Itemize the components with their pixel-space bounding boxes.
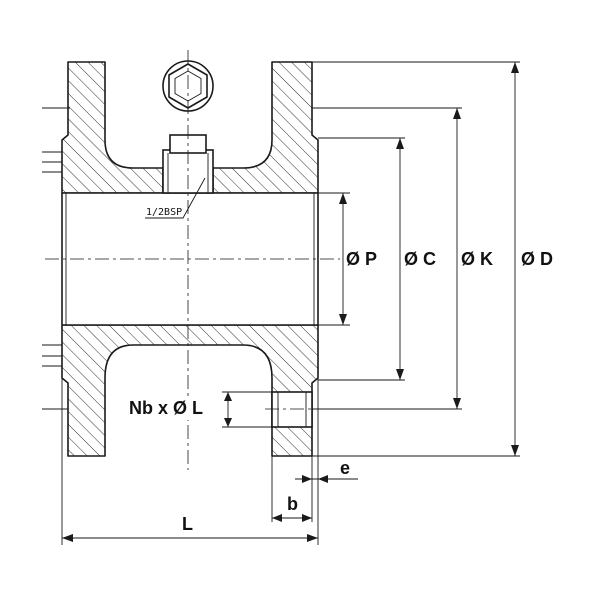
upper-body-section-right: [212, 61, 319, 194]
label-drain-thread: 1/2BSP: [146, 207, 182, 218]
label-phi-k: Ø K: [461, 249, 493, 269]
dim-k-arrow-bottom: [453, 398, 461, 409]
dim-b-arrow-right: [302, 514, 312, 522]
label-thickness: b: [287, 494, 298, 514]
dim-k-arrow-top: [453, 108, 461, 119]
extension-lines: [312, 61, 520, 457]
label-bolt: Nb x Ø L: [129, 398, 203, 418]
dim-e-arrow-right: [318, 475, 328, 483]
dim-b-arrow-left: [272, 514, 282, 522]
bolt-label-backdrop: [125, 396, 220, 420]
drain-leader-line: [145, 177, 206, 219]
label-phi-d: Ø D: [521, 249, 553, 269]
label-phi-c: Ø C: [404, 249, 436, 269]
bolt-hole: [271, 391, 313, 428]
dim-l-arrow-left: [62, 534, 73, 542]
dim-d-arrow-top: [511, 62, 519, 73]
dim-bolt-arrow-bottom: [224, 418, 232, 427]
dim-p-arrow-top: [339, 193, 347, 204]
upper-body-section: [61, 61, 164, 194]
dim-l-arrow-right: [307, 534, 318, 542]
dim-c-arrow-top: [396, 138, 404, 149]
label-length: L: [182, 514, 193, 534]
dim-e-arrow-left: [302, 475, 312, 483]
label-phi-p: Ø P: [346, 249, 377, 269]
dim-c-arrow-bottom: [396, 369, 404, 380]
lower-body-section: [61, 324, 319, 457]
left-flange-marks: [42, 107, 70, 410]
dim-p-arrow-bottom: [339, 314, 347, 325]
dim-bolt-arrow-top: [224, 392, 232, 401]
label-raised-face: e: [340, 458, 350, 478]
dim-d-arrow-bottom: [511, 445, 519, 456]
